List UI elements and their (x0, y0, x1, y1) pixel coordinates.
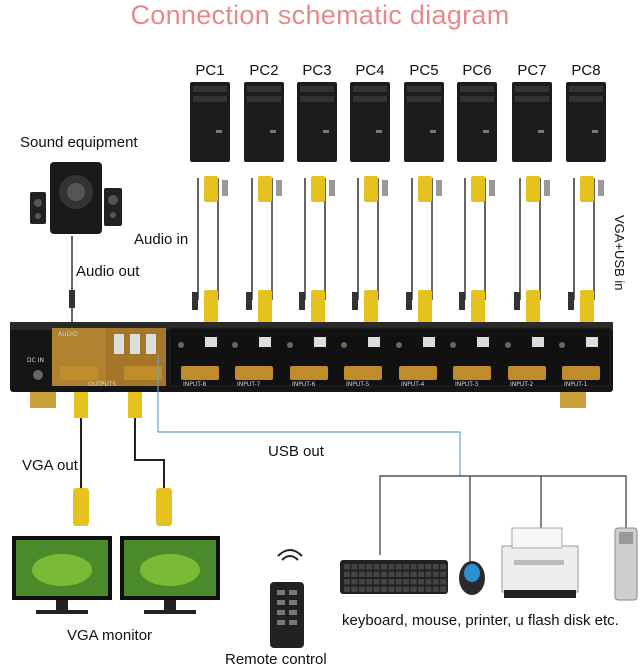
input-port-label: INPUT-5 (346, 381, 370, 388)
pc-tower-icon (512, 82, 552, 162)
audio-out-label: Audio out (76, 263, 140, 280)
pc-tower-icon (566, 82, 606, 162)
input-port (505, 337, 546, 380)
outputs-label: OUTPUTS (88, 381, 117, 388)
input-port (287, 337, 328, 380)
remote-control-label: Remote control (225, 651, 327, 668)
remote-control-icon (270, 549, 304, 648)
input-port (232, 337, 273, 380)
pc-label: PC2 (249, 62, 279, 79)
input-port-label: INPUT-1 (564, 381, 588, 388)
pc-label: PC4 (355, 62, 385, 79)
kvm-switch (10, 322, 613, 408)
pc-cable (352, 176, 388, 324)
pc-label: PC1 (195, 62, 225, 79)
pc-label: PC6 (462, 62, 492, 79)
input-port (559, 337, 600, 380)
input-port-label: INPUT-2 (510, 381, 534, 388)
input-port (178, 337, 219, 380)
pc-cable (568, 176, 604, 324)
vga-out-label: VGA out (22, 457, 78, 474)
sound-equipment-label: Sound equipment (20, 134, 138, 151)
input-port (341, 337, 382, 380)
monitor-left (12, 536, 112, 614)
input-port-label: INPUT-4 (401, 381, 425, 388)
input-port (396, 337, 437, 380)
mouse-icon (459, 561, 485, 595)
printer-icon (501, 527, 579, 598)
pc-label: PC5 (409, 62, 439, 79)
monitor-right (120, 536, 220, 614)
pc-cable (514, 176, 550, 324)
pc-label: PC7 (517, 62, 547, 79)
pc-cable (459, 176, 495, 324)
pc-tower-icon (404, 82, 444, 162)
audio-port-label: AUDIO (58, 331, 78, 338)
usb-out-label: USB out (268, 443, 324, 460)
peripherals-label: keyboard, mouse, printer, u flash disk e… (342, 612, 619, 629)
pc-cable (246, 176, 282, 324)
pc-label: PC8 (571, 62, 601, 79)
dc-in-label: DC IN (27, 357, 44, 364)
pc-cable (406, 176, 442, 324)
keyboard-icon (340, 560, 448, 594)
input-port-label: INPUT-7 (237, 381, 261, 388)
usb-flash-disk-icon (614, 527, 638, 601)
input-port (450, 337, 491, 380)
vga-monitor-label: VGA monitor (67, 627, 153, 644)
pc-cable (299, 176, 335, 324)
pc-tower-icon (457, 82, 497, 162)
pc-tower-icon (244, 82, 284, 162)
pc-cable (192, 176, 228, 324)
input-port-label: INPUT-6 (292, 381, 316, 388)
vga-usb-in-label: VGA+USB in (612, 215, 627, 291)
input-port-label: INPUT-8 (183, 381, 207, 388)
pc-tower-icon (350, 82, 390, 162)
pc-tower-icon (190, 82, 230, 162)
input-port-label: INPUT-3 (455, 381, 479, 388)
speaker-icon (30, 162, 122, 234)
audio-in-label: Audio in (134, 231, 189, 248)
diagram-title: Connection schematic diagram (130, 0, 510, 30)
pc-label: PC3 (302, 62, 332, 79)
pc-tower-icon (297, 82, 337, 162)
